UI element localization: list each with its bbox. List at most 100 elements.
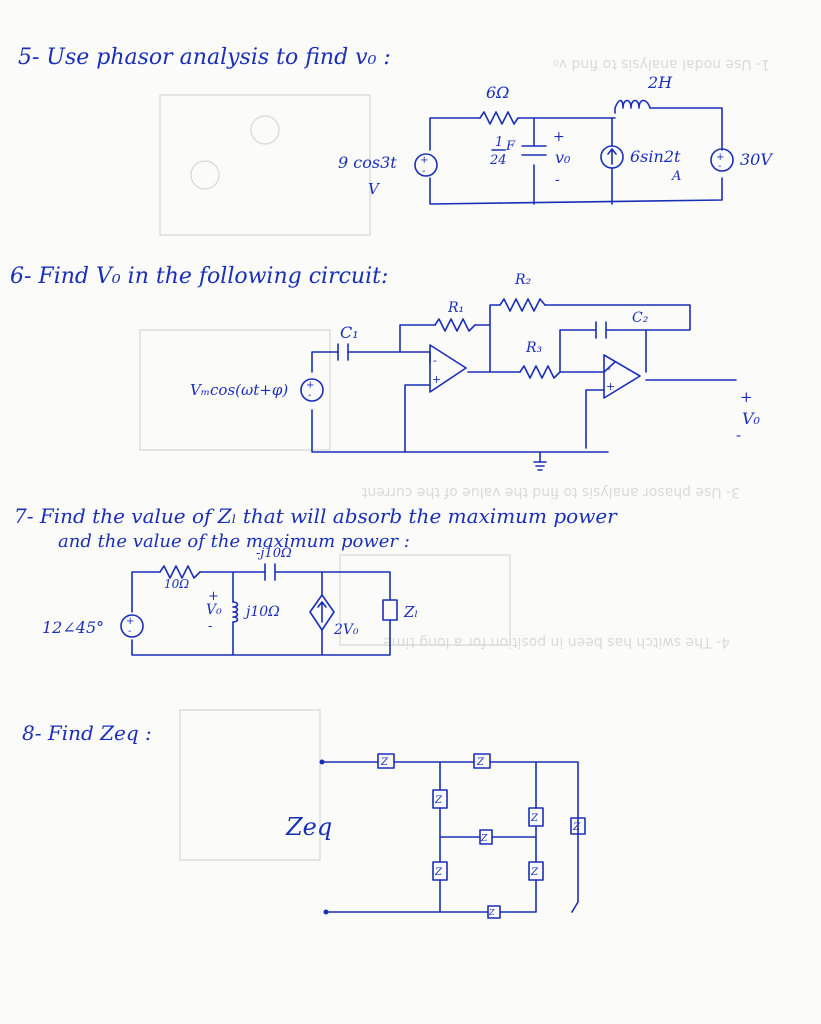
p8-z-box-1 <box>377 753 395 769</box>
p6-opamp-1 <box>429 344 467 393</box>
p7-dep-label: 2V₀ <box>333 622 359 638</box>
ghost-text-c: 4- The switch has been in position for a… <box>383 634 730 650</box>
p6-c2-label: C₂ <box>632 310 649 326</box>
p7-wires <box>131 571 391 656</box>
p5-vs-minus: - <box>422 166 426 177</box>
p6-vs-plus: + <box>306 380 314 391</box>
p5-vo-label: v₀ <box>555 148 571 167</box>
p6-opamp2-minus: - <box>607 362 611 375</box>
p7-vo-plus: + <box>208 589 219 604</box>
p8-wires <box>321 761 579 913</box>
problem-8: 8- Find Zeq : Zeq Z Z Z Z Z Z Z Z Z <box>22 721 586 919</box>
p7-vs-minus: - <box>128 626 132 637</box>
p6-source-label: Vₘcos(ωt+φ) <box>190 381 288 399</box>
p6-c1-label: C₁ <box>340 323 359 342</box>
p8-z-label-6: Z <box>530 813 539 824</box>
p5-vo-plus: + <box>553 129 565 145</box>
p5-source-label: 9 cos3t <box>338 153 397 172</box>
p7-load-label: Zₗ <box>403 603 418 621</box>
problem-5: 5- Use phasor analysis to find v₀ : 6Ω 2… <box>18 45 773 205</box>
problem-5-prompt: 5- Use phasor analysis to find v₀ : <box>18 45 391 70</box>
p8-z-box-6 <box>528 807 544 827</box>
problem-7-prompt-line2: and the value of the maximum power : <box>58 531 410 552</box>
p8-z-box-7 <box>528 861 544 881</box>
p8-z-label-8: Z <box>572 822 581 833</box>
p5-inductor-label: 2H <box>647 73 673 92</box>
problem-6-prompt: 6- Find V₀ in the following circuit: <box>10 264 388 289</box>
p5-current-unit: A <box>671 169 681 184</box>
p6-resistor-r1 <box>434 318 476 332</box>
p5-dc-minus: - <box>718 161 722 172</box>
p8-z-label-3: Z <box>434 795 443 806</box>
p6-capacitor-c2 <box>595 321 613 339</box>
p8-z-label-4: Z <box>480 834 488 844</box>
p8-z-label-7: Z <box>530 867 539 878</box>
ghost-text-b: 3- Use phasor analysis to find the value… <box>361 484 740 500</box>
p7-r-label: 10Ω <box>164 577 189 591</box>
p8-z-label-9: Z <box>488 908 495 917</box>
p6-voltage-source <box>300 378 324 402</box>
p7-capacitor <box>264 563 276 581</box>
p7-resistor-10ohm <box>159 565 201 579</box>
problem-6-circuit: C₁ R₁ R₂ R₃ C₂ - + - + + - Vₘcos(ωt+φ) +… <box>190 272 761 471</box>
p7-inductor <box>232 601 239 623</box>
p5-r-label: 6Ω <box>486 83 509 102</box>
p5-source-unit: V <box>368 180 381 198</box>
p5-capacitor <box>521 117 547 205</box>
p6-r3-label: R₃ <box>525 340 543 356</box>
p8-z-box-5 <box>432 861 448 881</box>
p7-voltage-source <box>120 614 144 638</box>
ghost-source-2 <box>190 160 220 190</box>
p7-source-label: 12∠45° <box>42 618 104 637</box>
p6-opamp1-plus: + <box>432 373 441 386</box>
p5-cap-num: 1 <box>495 135 503 150</box>
ghost-circuit-2 <box>139 329 331 451</box>
p5-current-label: 6sin2t <box>630 147 681 166</box>
p5-dc-source <box>710 148 734 172</box>
p8-z-label-1: Z <box>380 757 389 768</box>
p5-inductor-2h <box>614 99 651 114</box>
p6-vo-plus: + <box>740 388 753 406</box>
p8-z-box-4 <box>479 829 493 845</box>
p5-dc-label: 30V <box>740 150 773 169</box>
p5-dc-plus: + <box>716 152 724 163</box>
p5-voltage-source <box>414 153 438 177</box>
p5-vo-minus: - <box>555 172 560 188</box>
problem-8-circuit: Z Z Z Z Z Z Z Z Z <box>319 753 586 919</box>
p6-r2-label: R₂ <box>514 272 532 288</box>
show-through-ghost: 1- Use nodal analysis to find v₀ 3- Use … <box>139 56 770 861</box>
p6-ground-symbol <box>533 439 587 471</box>
p5-cap-den: 24 <box>489 153 507 168</box>
p5-current-source <box>600 145 624 169</box>
ghost-circuit-1 <box>159 94 371 236</box>
p7-inductor-label: j10Ω <box>243 604 280 620</box>
p5-current-arrow <box>607 148 617 165</box>
p5-vs-plus: + <box>420 155 428 166</box>
p7-vs-plus: + <box>126 616 134 627</box>
p8-z-label-5: Z <box>434 867 443 878</box>
p8-z-box-2 <box>473 753 491 769</box>
p8-z-box-8 <box>570 817 586 835</box>
p6-vo-minus: - <box>736 426 741 444</box>
p6-opamp1-minus: - <box>433 354 437 367</box>
problem-5-circuit: 6Ω 2H + - 9 cos3t V 1 F 24 + v₀ - 6sin2t… <box>338 73 773 205</box>
problem-7-circuit: 10Ω -j10Ω + - 12∠45° j10Ω + V₀ - 2V₀ Zₗ <box>42 546 418 656</box>
p7-vo-minus: - <box>208 619 212 634</box>
p8-z-box-9 <box>487 905 501 919</box>
p6-resistor-r3 <box>519 365 561 379</box>
p6-resistor-r2 <box>499 298 546 312</box>
problem-7-prompt-line1: 7- Find the value of Zₗ that will absorb… <box>14 504 618 528</box>
p5-cap-unit: F <box>505 139 516 154</box>
p7-vo-label: V₀ <box>206 602 222 618</box>
p6-vs-minus: - <box>308 390 312 401</box>
p5-resistor-6ohm <box>479 111 519 125</box>
ghost-circuit-3 <box>339 554 511 646</box>
p6-vo-label: V₀ <box>742 409 761 428</box>
ghost-circuit-4 <box>179 709 321 861</box>
p8-zeq-label: Zeq <box>285 813 332 841</box>
p8-terminal-bottom <box>323 909 329 915</box>
problem-8-prompt: 8- Find Zeq : <box>22 721 152 745</box>
p7-cap-label: -j10Ω <box>256 546 292 561</box>
p6-opamp2-plus: + <box>606 380 615 393</box>
p6-ground-return <box>311 409 406 453</box>
